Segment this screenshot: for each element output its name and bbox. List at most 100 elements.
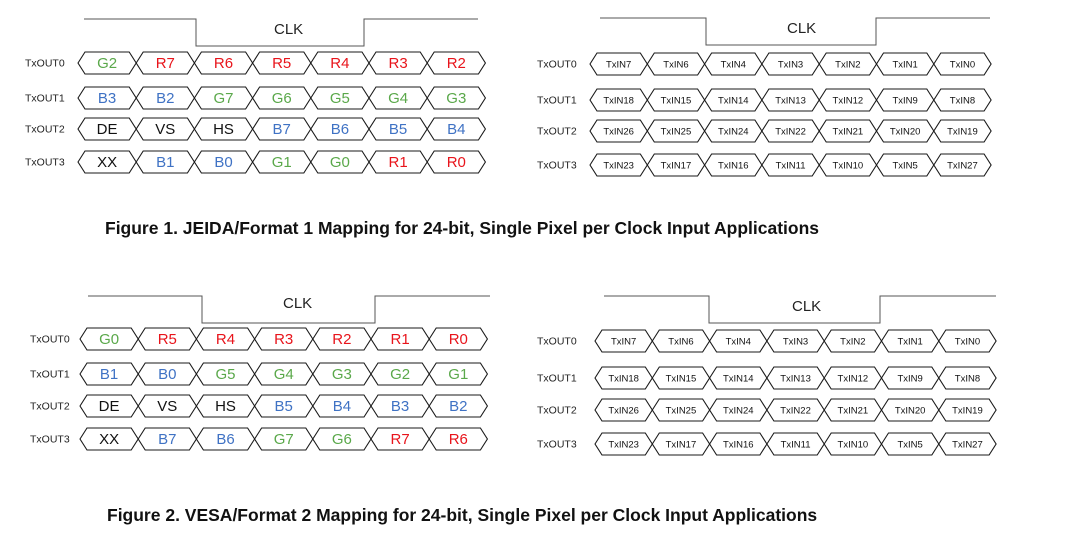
bit-label: TxIN17	[666, 440, 697, 451]
bit-label: TxIN15	[666, 374, 697, 385]
bit-label: TxIN13	[775, 96, 806, 107]
bit-label: TxIN23	[608, 440, 639, 451]
bit-label: TxIN14	[723, 374, 754, 385]
bit-label: TxIN9	[897, 374, 922, 385]
bit-label: TxIN10	[833, 161, 864, 172]
bit-label: G6	[272, 90, 292, 107]
bit-label: TxIN12	[838, 374, 869, 385]
bit-label: TxIN18	[608, 374, 639, 385]
bit-label: TxIN12	[833, 96, 864, 107]
bit-label: B2	[156, 90, 174, 107]
bit-label: R5	[158, 331, 177, 348]
bit-label: G2	[97, 55, 117, 72]
bit-label: TxIN25	[661, 127, 692, 138]
bit-label: B3	[391, 398, 409, 415]
bit-label: R3	[389, 55, 408, 72]
bit-label: TxIN24	[718, 127, 749, 138]
bit-label: TxIN1	[892, 60, 917, 71]
bit-label: R4	[216, 331, 235, 348]
row-label: TxOUT2	[30, 401, 70, 413]
bit-label: B7	[273, 121, 291, 138]
bit-label: TxIN5	[897, 440, 922, 451]
row-label: TxOUT3	[537, 439, 577, 451]
bit-label: TxIN18	[603, 96, 634, 107]
bit-cell	[933, 153, 992, 177]
bit-cell	[938, 329, 997, 353]
row-label: TxOUT2	[537, 126, 577, 138]
bit-label: TxIN2	[835, 60, 860, 71]
bit-label: R6	[214, 55, 233, 72]
bit-label: TxIN10	[838, 440, 869, 451]
bit-label: R2	[332, 331, 351, 348]
bit-label: TxIN7	[606, 60, 631, 71]
bit-cell	[938, 398, 997, 422]
bit-label: TxIN16	[718, 161, 749, 172]
bit-label: G3	[446, 90, 466, 107]
bit-cell	[428, 327, 489, 351]
clock-waveform	[600, 17, 990, 46]
row-label: TxOUT2	[537, 405, 577, 417]
bit-cell	[938, 432, 997, 456]
bit-label: R4	[330, 55, 349, 72]
bit-label: DE	[97, 121, 118, 138]
bit-label: TxIN5	[892, 161, 917, 172]
clock-label: CLK	[787, 20, 816, 37]
row-label: TxOUT3	[537, 160, 577, 172]
bit-label: B4	[333, 398, 351, 415]
row-label: TxOUT1	[30, 369, 70, 381]
bit-label: TxIN8	[955, 374, 980, 385]
row-label: TxOUT1	[537, 373, 577, 385]
clock-waveform	[84, 18, 478, 47]
bit-label: G4	[388, 90, 408, 107]
bit-label: TxIN16	[723, 440, 754, 451]
bit-label: TxIN26	[603, 127, 634, 138]
bit-label: TxIN4	[726, 337, 751, 348]
bit-label: DE	[99, 398, 120, 415]
row-label: TxOUT0	[25, 58, 65, 70]
bit-label: B1	[100, 366, 118, 383]
bit-cell	[933, 119, 992, 143]
bit-label: G3	[332, 366, 352, 383]
bit-label: TxIN7	[611, 337, 636, 348]
bit-label: B6	[216, 431, 234, 448]
bit-cell	[428, 394, 489, 418]
bit-label: G6	[332, 431, 352, 448]
figure-1-caption: Figure 1. JEIDA/Format 1 Mapping for 24-…	[105, 218, 820, 238]
bit-label: TxIN8	[950, 96, 975, 107]
bit-label: TxIN4	[721, 60, 746, 71]
bit-label: TxIN1	[897, 337, 922, 348]
bit-cell	[933, 52, 992, 76]
bit-label: TxIN26	[608, 406, 639, 417]
bit-cell	[426, 150, 487, 174]
bit-label: TxIN21	[838, 406, 869, 417]
bit-label: G1	[448, 366, 468, 383]
bit-label: TxIN23	[603, 161, 634, 172]
bit-label: XX	[99, 431, 119, 448]
clock-label: CLK	[792, 298, 821, 315]
bit-label: TxIN22	[780, 406, 811, 417]
bit-cell	[426, 51, 487, 75]
bit-label: G7	[274, 431, 294, 448]
bit-label: G0	[99, 331, 119, 348]
bit-label: B1	[156, 154, 174, 171]
bit-label: R1	[389, 154, 408, 171]
bit-label: TxIN6	[663, 60, 688, 71]
bit-label: TxIN25	[666, 406, 697, 417]
bit-label: B0	[158, 366, 176, 383]
bit-label: R3	[274, 331, 293, 348]
row-label: TxOUT0	[537, 59, 577, 71]
bit-cell	[428, 427, 489, 451]
bit-label: TxIN0	[950, 60, 975, 71]
bit-label: TxIN0	[955, 337, 980, 348]
